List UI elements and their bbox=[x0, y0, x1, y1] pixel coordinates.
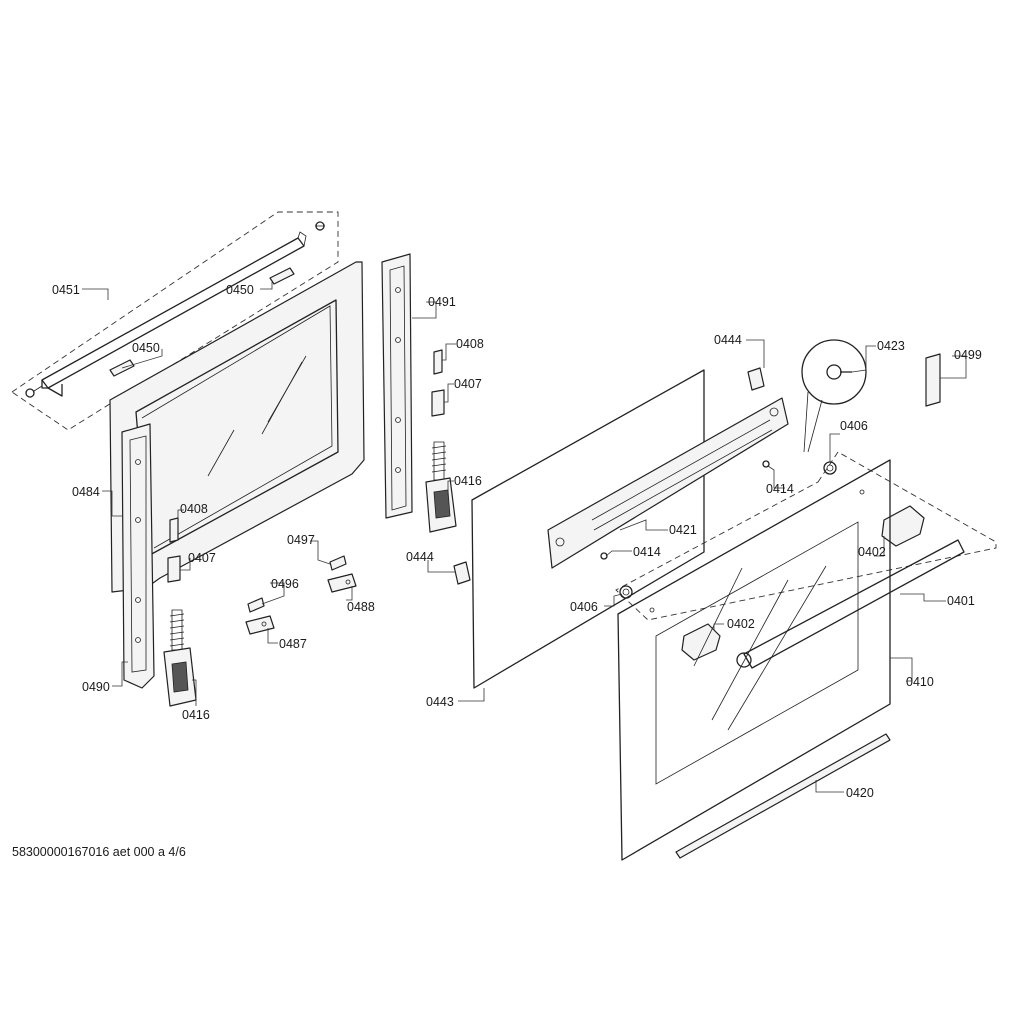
label-0444-left: 0444 bbox=[406, 550, 434, 564]
label-0406-right: 0406 bbox=[840, 419, 868, 433]
part-0491-right-hinge-bracket bbox=[381, 253, 413, 519]
label-0414-lower: 0414 bbox=[633, 545, 661, 559]
part-0402-handle-bracket-right bbox=[881, 505, 925, 547]
part-0423-detail-callout bbox=[801, 339, 867, 453]
label-0408-right: 0408 bbox=[456, 337, 484, 351]
part-0408-pin-left bbox=[169, 517, 179, 543]
label-0421: 0421 bbox=[669, 523, 697, 537]
label-0488: 0488 bbox=[347, 600, 375, 614]
label-0497: 0497 bbox=[287, 533, 315, 547]
part-0490-left-hinge-bracket bbox=[121, 423, 155, 689]
label-0406-left: 0406 bbox=[570, 600, 598, 614]
label-0450-lower: 0450 bbox=[132, 341, 160, 355]
label-0451: 0451 bbox=[52, 283, 80, 297]
leader-lines bbox=[82, 282, 967, 793]
part-0406-spacer-left bbox=[619, 585, 633, 599]
part-0444-clip-lower bbox=[453, 561, 471, 585]
label-0496: 0496 bbox=[271, 577, 299, 591]
label-0484: 0484 bbox=[72, 485, 100, 499]
label-0407-right: 0407 bbox=[454, 377, 482, 391]
label-0450-upper: 0450 bbox=[226, 283, 254, 297]
label-0443: 0443 bbox=[426, 695, 454, 709]
label-0408-left: 0408 bbox=[180, 502, 208, 516]
label-0491: 0491 bbox=[428, 295, 456, 309]
part-0407-bushing-left bbox=[167, 555, 181, 583]
part-0410-outer-door-glass bbox=[617, 459, 891, 861]
part-0444-clip-upper bbox=[747, 367, 765, 391]
part-0487-latch bbox=[245, 615, 275, 635]
part-0421-glass-support-rail bbox=[547, 397, 789, 569]
label-0414-upper: 0414 bbox=[766, 482, 794, 496]
label-0420: 0420 bbox=[846, 786, 874, 800]
label-0416-left: 0416 bbox=[182, 708, 210, 722]
part-0420-bottom-seal bbox=[675, 733, 891, 859]
label-0410: 0410 bbox=[906, 675, 934, 689]
label-0402-right: 0402 bbox=[858, 545, 886, 559]
part-0416-hinge-right bbox=[425, 441, 457, 533]
part-0488-latch bbox=[327, 573, 357, 593]
part-0451-top-strip-kit bbox=[11, 211, 339, 431]
part-0414-screw-upper bbox=[762, 460, 770, 468]
part-0496-spring-clip bbox=[247, 597, 265, 613]
part-0450-clip-upper bbox=[269, 267, 295, 285]
part-labels: 0451 0450 0450 0484 0408 0407 0490 0416 … bbox=[52, 283, 982, 800]
part-0497-spring-clip bbox=[329, 555, 347, 571]
part-0416-hinge-left bbox=[163, 609, 197, 707]
label-0401: 0401 bbox=[947, 594, 975, 608]
part-0408-pin-right bbox=[433, 349, 443, 375]
label-0499: 0499 bbox=[954, 348, 982, 362]
part-0401-handle-kit bbox=[615, 451, 997, 669]
document-code: 58300000167016 aet 000 a 4/6 bbox=[12, 845, 186, 859]
label-0407-left: 0407 bbox=[188, 551, 216, 565]
label-0402-left: 0402 bbox=[727, 617, 755, 631]
part-0499-label-plate bbox=[925, 353, 941, 407]
part-0414-screw-lower bbox=[600, 552, 608, 560]
part-0443-inner-glass bbox=[471, 369, 705, 689]
label-0423: 0423 bbox=[877, 339, 905, 353]
label-0416-right: 0416 bbox=[454, 474, 482, 488]
label-0490: 0490 bbox=[82, 680, 110, 694]
label-0444-right: 0444 bbox=[714, 333, 742, 347]
label-0487: 0487 bbox=[279, 637, 307, 651]
part-0407-bushing-right bbox=[431, 389, 445, 417]
